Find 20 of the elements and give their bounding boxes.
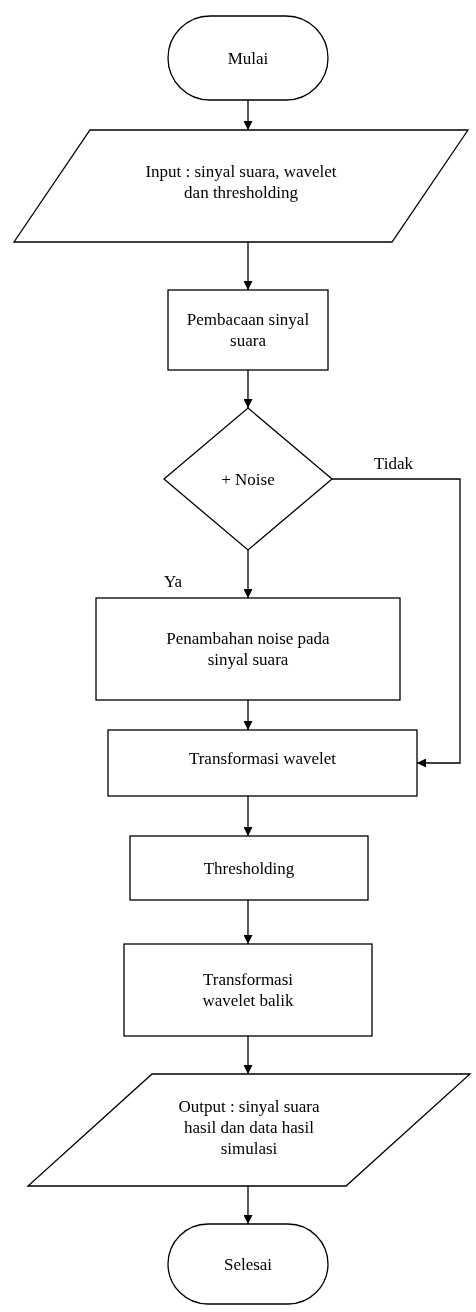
node-label: Thresholding <box>203 857 295 879</box>
arrow <box>243 899 253 945</box>
node-label: Transformasi wavelet <box>188 747 337 769</box>
node-label: Transformasi wavelet balik <box>201 969 295 1011</box>
node-label: Penambahan noise pada sinyal suara <box>165 628 331 670</box>
arrow <box>243 99 253 131</box>
arrow <box>243 1035 253 1075</box>
node-label: Input : sinyal suara, wavelet dan thresholding <box>144 161 338 203</box>
node-label: Output : sinyal suara hasil dan data hasil simulasi <box>177 1095 321 1159</box>
arrow <box>243 369 253 409</box>
node-label: Selesai <box>223 1253 273 1275</box>
node-label: Pembacaan sinyal suara <box>185 309 311 351</box>
arrow <box>331 478 461 768</box>
node-label: + Noise <box>221 468 275 490</box>
arrow <box>243 241 253 291</box>
node-label: Mulai <box>227 47 269 69</box>
arrow <box>243 1185 253 1225</box>
arrow <box>243 549 253 599</box>
arrow <box>243 699 253 731</box>
arrow <box>243 795 253 837</box>
